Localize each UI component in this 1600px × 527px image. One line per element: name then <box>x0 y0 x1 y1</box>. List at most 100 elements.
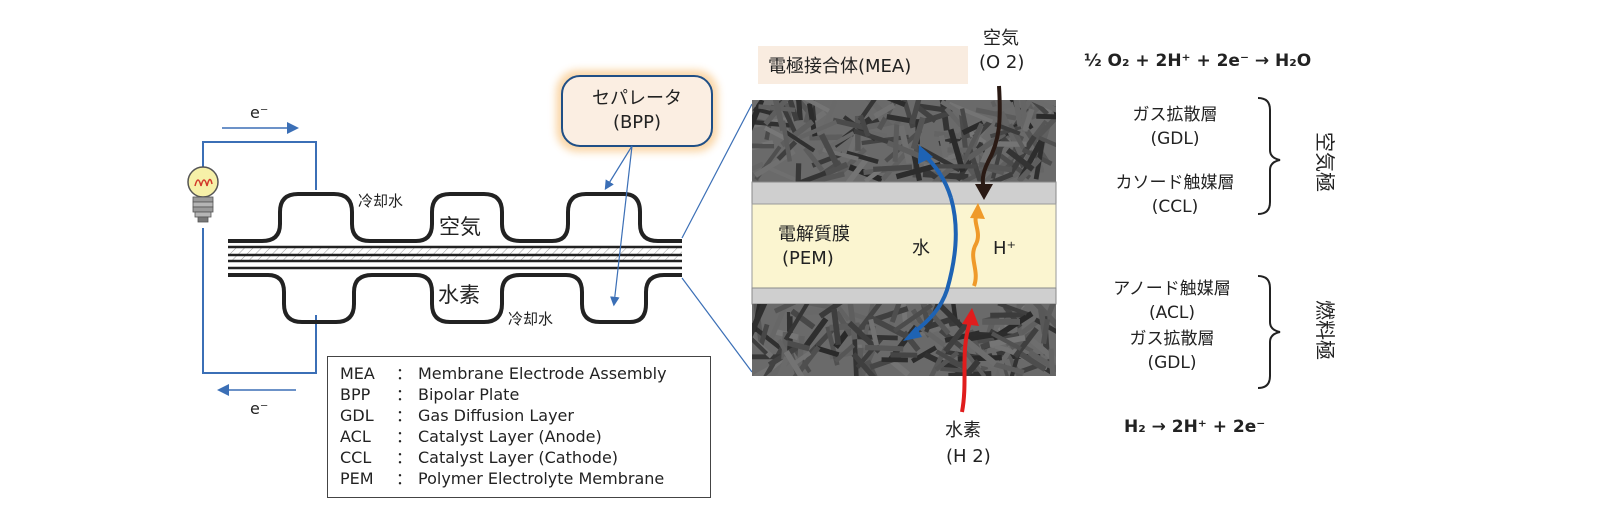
gdl-fiber <box>752 161 765 172</box>
abbreviation-row: ACL：Catalyst Layer (Anode) <box>340 426 710 447</box>
gdl-fiber <box>802 317 829 350</box>
air-inlet-line1: 空気 <box>983 28 1019 49</box>
gdl-fiber <box>834 343 856 363</box>
gdl-fiber <box>920 304 951 336</box>
abbreviation-key: MEA <box>340 364 375 383</box>
acl-line1: アノード触媒層 <box>1113 279 1230 299</box>
abbreviation-separator: ： <box>396 406 413 425</box>
gdl-fiber <box>1027 100 1056 113</box>
anode-brace <box>1257 275 1281 389</box>
gdl-fiber <box>940 100 966 118</box>
gdl-fiber <box>911 153 923 182</box>
proton-label: H⁺ <box>993 238 1016 259</box>
gdl-fiber <box>796 100 803 121</box>
abbreviation-key: ACL <box>340 427 371 446</box>
cathode-brace <box>1257 97 1281 215</box>
gdl-fiber <box>1040 318 1051 345</box>
gdl-fiber <box>1030 114 1056 144</box>
gdl-fiber <box>989 125 1022 139</box>
abbreviation-row: GDL ： Gas Diffusion Layer <box>340 405 710 426</box>
abbreviation-description: Bipolar Plate <box>418 385 520 404</box>
gdl-fiber <box>938 134 949 159</box>
gdl-fiber <box>1038 135 1056 148</box>
gdl-fiber <box>1027 349 1056 373</box>
ccl-layer <box>751 181 1057 205</box>
gdl-fiber <box>993 361 1025 375</box>
gdl-fiber <box>1013 327 1039 359</box>
abbreviation-description: Catalyst Layer (Cathode) <box>418 448 619 467</box>
gdl-fiber <box>1029 100 1049 116</box>
gdl-fiber <box>1013 100 1023 127</box>
anode-electrode-label: 燃料極 <box>1313 300 1337 360</box>
abbreviation-row: BPP：Bipolar Plate <box>340 384 710 405</box>
gdl-fiber <box>909 100 922 125</box>
abbreviation-key: GDL <box>340 406 374 425</box>
gdl-fiber <box>893 304 933 333</box>
zoom-line-bottom <box>681 277 753 373</box>
abbreviation-key: CCL <box>340 448 372 467</box>
pem-label-line1: 電解質膜 <box>778 224 850 245</box>
external-circuit: e⁻ e⁻ <box>202 103 317 418</box>
gdl-fiber <box>818 133 841 168</box>
pem-layer <box>751 203 1057 289</box>
layer-labels: ガス拡散層 (GDL) カソード触媒層 (CCL) アノード触媒層 (ACL) … <box>1113 97 1337 389</box>
gdl-fiber <box>832 117 865 130</box>
gdl-fiber <box>833 304 851 322</box>
gdl-fiber <box>998 110 1025 157</box>
coolant-label-top: 冷却水 <box>358 192 403 210</box>
abbreviation-separator: ： <box>396 448 413 467</box>
pem-label-line2: (PEM) <box>782 248 834 269</box>
gdl-fiber <box>990 331 1022 351</box>
abbreviation-description: Catalyst Layer (Anode) <box>418 427 602 446</box>
gdl-fiber <box>794 170 827 182</box>
gdl-fiber <box>783 129 816 153</box>
gdl-fiber <box>990 342 1018 356</box>
gdl-fiber <box>910 345 938 364</box>
acl-line2: (ACL) <box>1149 303 1195 323</box>
gdl-fiber <box>752 304 768 339</box>
gdl-fiber <box>763 125 788 141</box>
gdl-fiber <box>818 304 843 319</box>
gdl-bottom-line1: ガス拡散層 <box>1130 329 1215 349</box>
gdl-fiber <box>873 102 896 119</box>
gdl-fiber <box>889 304 902 323</box>
gdl-fiber <box>845 154 871 182</box>
gdl-fiber <box>752 100 760 112</box>
gdl-fiber <box>1036 113 1056 120</box>
gdl-fiber <box>792 345 821 376</box>
electron-label-bottom: e⁻ <box>250 399 268 418</box>
gdl-fiber <box>1018 350 1047 372</box>
gdl-fiber <box>851 352 877 376</box>
gdl-fiber <box>783 350 805 376</box>
air-arrow <box>980 85 1002 191</box>
mea-detail: 電極接合体(MEA) 電解質膜 (PEM) 水 H⁺ 空気 (O 2) 水素 <box>751 28 1057 467</box>
gdl-fiber <box>858 114 871 138</box>
gdl-fiber <box>935 304 968 333</box>
zoom-line-top <box>681 103 753 239</box>
anode-equation: H₂ → 2H⁺ + 2e⁻ <box>1124 417 1265 437</box>
gdl-fiber <box>773 304 797 314</box>
gdl-fiber <box>886 100 906 107</box>
gdl-fiber <box>997 304 1028 316</box>
gdl-fiber <box>934 350 960 372</box>
abbreviation-key: BPP <box>340 385 371 404</box>
abbreviation-row: MEA：Membrane Electrode Assembly <box>340 363 710 384</box>
gdl-fiber <box>846 150 879 165</box>
abbreviation-description: Gas Diffusion Layer <box>418 406 574 425</box>
hydrogen-arrow <box>960 321 972 413</box>
water-arrow <box>910 197 958 336</box>
gdl-fiber <box>955 118 982 135</box>
gdl-fiber <box>803 100 830 113</box>
hydrogen-channel-label: 水素 <box>438 283 480 307</box>
gdl-fiber <box>898 125 913 164</box>
air-inlet-line2: (O 2) <box>979 52 1024 73</box>
single-cell: 冷却水 空気 水素 冷却水 <box>228 192 682 328</box>
gdl-fiber <box>933 130 961 140</box>
hydrogen-inlet-line2: (H 2) <box>946 446 991 467</box>
air-channel-label: 空気 <box>439 215 481 239</box>
proton-arrow <box>971 212 980 287</box>
gdl-fiber <box>819 100 838 137</box>
gdl-fiber <box>1048 348 1056 376</box>
light-bulb-icon <box>187 166 219 223</box>
